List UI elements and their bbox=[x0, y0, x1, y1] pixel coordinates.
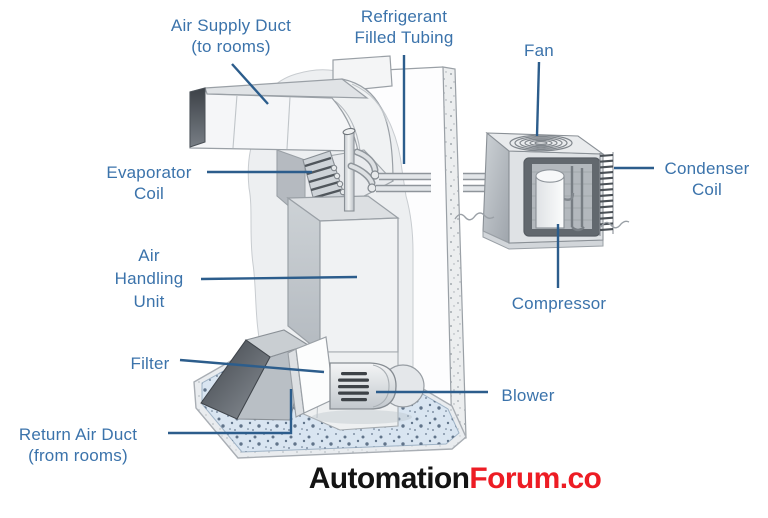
label-return-air-duct: Return Air Duct (from rooms) bbox=[0, 424, 156, 466]
leader-filter bbox=[179, 358, 325, 374]
duct-end-opening bbox=[189, 87, 206, 148]
label-condenser-coil-line2: Coil bbox=[691, 180, 723, 199]
leader-lines bbox=[168, 55, 654, 435]
branding-logo: AutomationForum.co bbox=[280, 462, 630, 496]
label-refrigerant-tubing-line1: Refrigerant bbox=[360, 7, 448, 26]
fan-rings bbox=[509, 134, 573, 152]
label-blower: Blower bbox=[488, 385, 568, 406]
leader-air-handling-unit bbox=[200, 275, 358, 281]
break-squiggles bbox=[454, 212, 630, 229]
label-blower-text: Blower bbox=[501, 386, 555, 405]
label-filter-text: Filter bbox=[130, 354, 170, 373]
leader-return-air-duct bbox=[168, 389, 293, 435]
label-filter: Filter bbox=[115, 353, 185, 374]
label-return-air-duct-line1: Return Air Duct bbox=[18, 425, 138, 444]
label-evaporator-coil-line1: Evaporator bbox=[106, 163, 192, 182]
branding-automation: Automation bbox=[308, 462, 470, 495]
label-evaporator-coil: Evaporator Coil bbox=[89, 162, 209, 204]
label-fan: Fan bbox=[509, 40, 569, 61]
branding-forum-co: Forum.co bbox=[469, 462, 602, 495]
label-air-supply-duct-line2: (to rooms) bbox=[191, 37, 271, 56]
label-air-handling-unit-line2: Handling bbox=[114, 269, 184, 288]
label-compressor-text: Compressor bbox=[511, 294, 607, 313]
label-fan-text: Fan bbox=[524, 41, 554, 60]
leader-fan bbox=[535, 61, 541, 137]
label-air-handling-unit-line1: Air bbox=[138, 246, 160, 265]
label-air-supply-duct: Air Supply Duct (to rooms) bbox=[136, 15, 326, 57]
label-air-handling-unit: Air Handling Unit bbox=[97, 244, 201, 313]
condenser-unit bbox=[482, 131, 614, 250]
leader-air-supply-duct bbox=[231, 63, 269, 105]
label-compressor: Compressor bbox=[501, 293, 617, 314]
air-supply-duct bbox=[189, 78, 369, 152]
label-refrigerant-tubing-line2: Filled Tubing bbox=[354, 28, 454, 47]
blower bbox=[312, 362, 425, 424]
label-air-supply-duct-line1: Air Supply Duct bbox=[170, 16, 292, 35]
blower-grille bbox=[338, 372, 369, 402]
compressor-cylinder bbox=[535, 169, 575, 229]
label-condenser-coil-line1: Condenser bbox=[664, 159, 750, 178]
filter bbox=[287, 336, 335, 418]
label-refrigerant-tubing: Refrigerant Filled Tubing bbox=[334, 6, 474, 48]
condenser-coil-fins bbox=[599, 152, 614, 236]
label-return-air-duct-line2: (from rooms) bbox=[28, 446, 128, 465]
label-evaporator-coil-line2: Coil bbox=[133, 184, 165, 203]
label-condenser-coil: Condenser Coil bbox=[647, 158, 767, 200]
label-air-handling-unit-line3: Unit bbox=[133, 292, 165, 311]
